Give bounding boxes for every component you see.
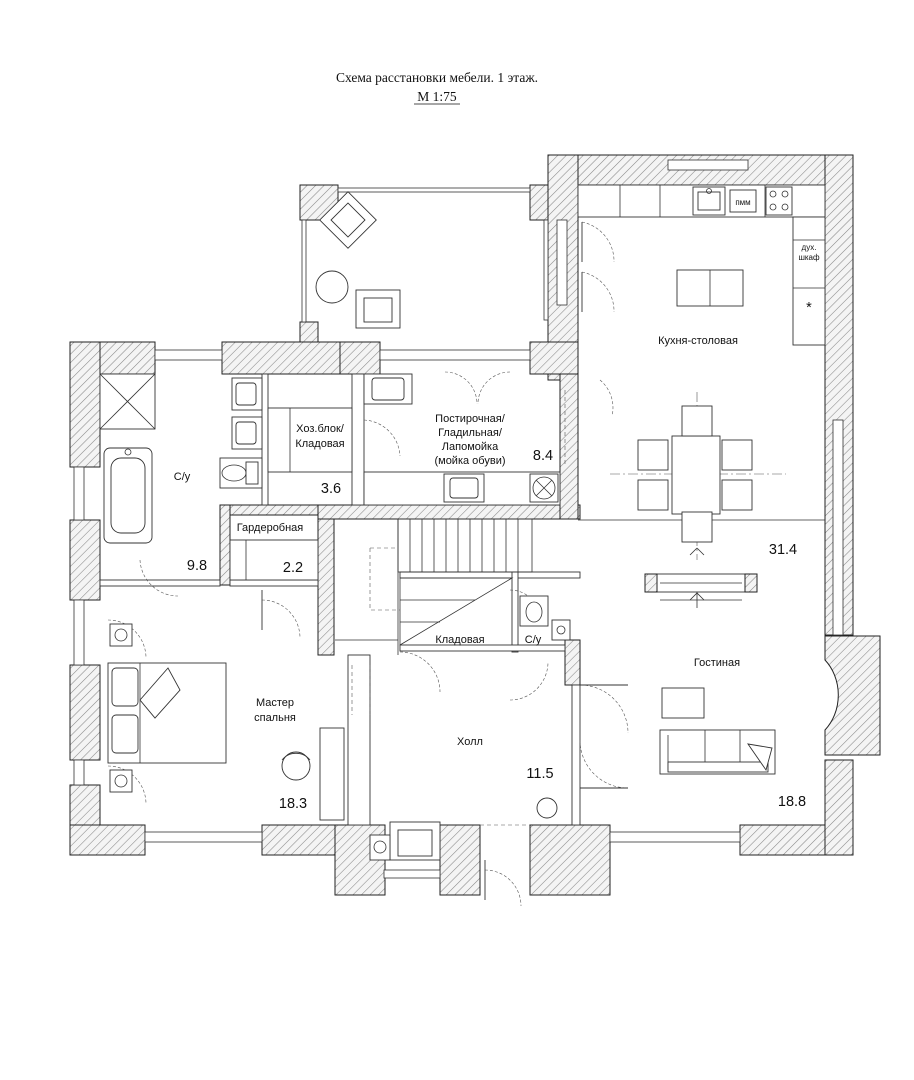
fireplace bbox=[644, 573, 758, 608]
room-name-utility-1: Хоз.блок/ bbox=[296, 423, 345, 435]
walls bbox=[69, 154, 881, 896]
room-name-kitchen: Кухня-столовая bbox=[658, 335, 738, 347]
room-area-living: 18.8 bbox=[778, 794, 806, 810]
bedside-table bbox=[109, 769, 133, 793]
laundry-furniture bbox=[363, 373, 561, 506]
storage-shelves bbox=[267, 407, 353, 473]
washbasin-icon bbox=[551, 619, 571, 641]
room-name-living: Гостиная bbox=[694, 657, 740, 669]
room-name-laundry-1: Постирочная/ bbox=[435, 413, 506, 425]
toilet-icon bbox=[519, 595, 549, 627]
bathroom-furniture bbox=[99, 373, 263, 544]
plan-title: Схема расстановки мебели. 1 этаж. bbox=[336, 70, 538, 85]
room-area-wardrobe: 2.2 bbox=[283, 560, 303, 576]
room-labels: С/у 9.8 Хоз.блок/ Кладовая 3.6 Постирочн… bbox=[174, 335, 806, 812]
plan-scale: М 1:75 bbox=[417, 89, 457, 104]
side-table bbox=[315, 270, 349, 304]
room-name-bedroom-1: Мастер bbox=[256, 697, 294, 709]
room-name-pantry: Кладовая bbox=[435, 634, 484, 646]
utility-furniture bbox=[267, 407, 353, 473]
wardrobe-furniture bbox=[229, 539, 319, 581]
room-name-hall: Холл bbox=[457, 736, 483, 748]
bedside-table bbox=[109, 623, 133, 647]
chair-icon bbox=[681, 405, 713, 437]
chair-icon bbox=[681, 511, 713, 543]
room-area-bedroom: 18.3 bbox=[279, 796, 307, 812]
bedroom-furniture bbox=[107, 623, 345, 821]
round-table bbox=[536, 797, 558, 819]
cooktop-icon bbox=[765, 186, 793, 216]
oven-label-2: шкаф bbox=[798, 253, 820, 262]
room-name-bath: С/у bbox=[174, 471, 191, 483]
doors bbox=[107, 221, 629, 907]
coffee-table bbox=[661, 687, 705, 719]
room-name-small-wc: С/у bbox=[525, 634, 542, 646]
terrace-furniture bbox=[315, 191, 401, 329]
hall-furniture bbox=[369, 797, 558, 861]
chair-icon bbox=[637, 439, 669, 471]
chair-icon bbox=[721, 439, 753, 471]
dishwasher-icon bbox=[729, 189, 757, 213]
fridge-mark: * bbox=[806, 300, 812, 316]
staircase bbox=[335, 518, 533, 655]
room-name-bedroom-2: спальня bbox=[254, 712, 296, 724]
room-area-bath: 9.8 bbox=[187, 558, 207, 574]
room-area-laundry: 8.4 bbox=[533, 448, 553, 464]
room-area-hall: 11.5 bbox=[526, 766, 553, 782]
windows bbox=[73, 159, 844, 879]
room-name-laundry-4: (мойка обуви) bbox=[434, 455, 505, 467]
room-name-laundry-2: Гладильная/ bbox=[438, 427, 503, 439]
small-wc-furniture bbox=[519, 595, 571, 641]
svg-text:пмм: пмм bbox=[735, 198, 750, 207]
chair-icon bbox=[281, 751, 311, 781]
room-area-utility: 3.6 bbox=[321, 481, 341, 497]
room-name-utility-2: Кладовая bbox=[295, 438, 344, 450]
room-area-kitchen: 31.4 bbox=[769, 542, 797, 558]
kitchen-furniture: пмм дух. шкаф * bbox=[577, 184, 826, 346]
chair-icon bbox=[721, 479, 753, 511]
room-name-laundry-3: Лапомойка bbox=[442, 441, 499, 453]
dining-table bbox=[610, 392, 786, 560]
living-furniture bbox=[659, 687, 776, 775]
partitions bbox=[99, 373, 825, 826]
room-name-wardrobe: Гардеробная bbox=[237, 522, 304, 534]
chair-icon bbox=[637, 479, 669, 511]
oven-label-1: дух. bbox=[802, 243, 817, 252]
dresser bbox=[319, 727, 345, 821]
